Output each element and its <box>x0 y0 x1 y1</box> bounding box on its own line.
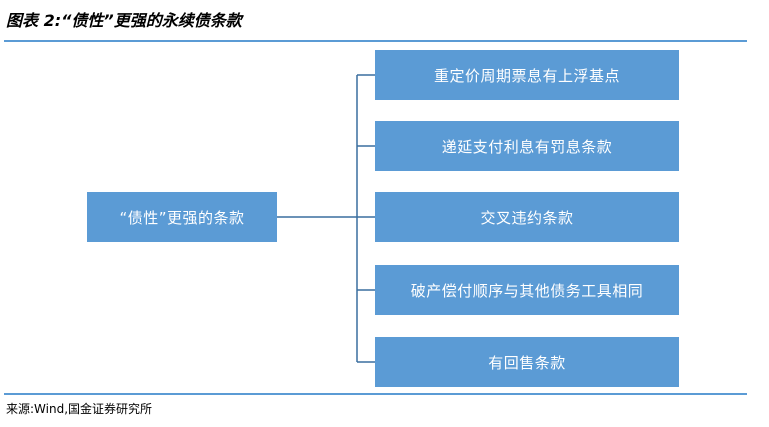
figure-title: 图表 2:“债性”更强的永续债条款 <box>6 11 242 30</box>
child-node-2: 交叉违约条款 <box>375 192 679 242</box>
child-node-0: 重定价周期票息有上浮基点 <box>375 50 679 100</box>
child-node-3: 破产偿付顺序与其他债务工具相同 <box>375 265 679 315</box>
child-node-1: 递延支付利息有罚息条款 <box>375 121 679 171</box>
title-rule <box>4 40 747 42</box>
source-note: 来源:Wind,国金证券研究所 <box>6 402 153 416</box>
footer-rule <box>4 393 747 395</box>
root-node: “债性”更强的条款 <box>87 192 277 242</box>
child-node-4: 有回售条款 <box>375 337 679 387</box>
